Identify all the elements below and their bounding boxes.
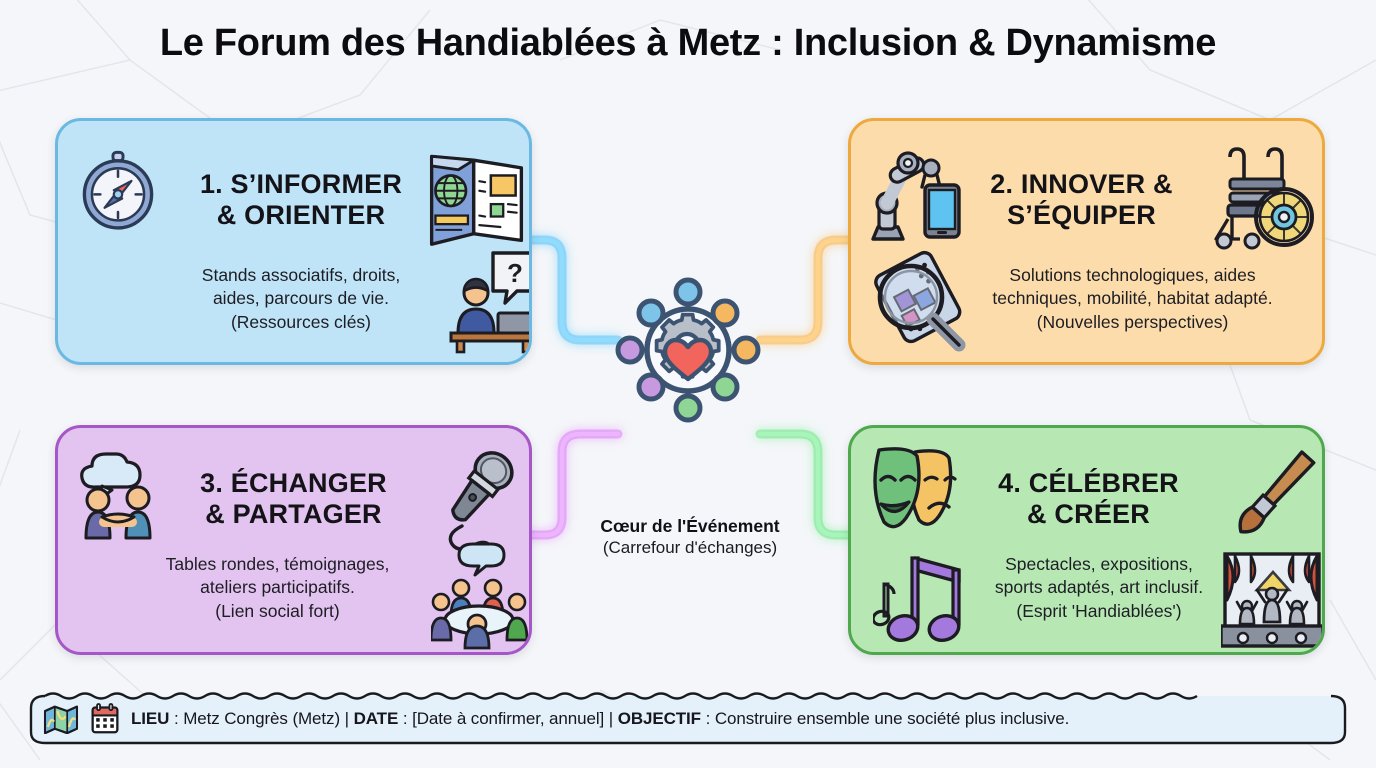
card-3-body-line2: ateliers participatifs.	[200, 577, 355, 598]
calendar-icon	[91, 703, 119, 734]
card-2-heading-line2: S’ÉQUIPER	[1007, 200, 1156, 231]
card-2-heading-line1: 2. INNOVER &	[990, 169, 1173, 199]
card-2-body-line3: (Nouvelles perspectives)	[1036, 311, 1229, 332]
card-1-body-line2: aides, parcours de vie.	[212, 288, 390, 309]
card-2-body-line2: techniques, mobilité, habitat adapté.	[992, 288, 1273, 309]
footer-label-lieu: LIEU	[131, 709, 170, 728]
info-desk-person-icon: ?	[449, 251, 529, 354]
footer-bar: LIEU : Metz Congrès (Metz) | DATE : [Dat…	[25, 690, 1351, 748]
round-table-group-icon	[431, 542, 529, 650]
card-1-heading-line1: 1. S’INFORMER	[199, 169, 403, 199]
page-title: Le Forum des Handiablées à Metz : Inclus…	[159, 22, 1217, 64]
card-4-heading-line2: & CRÉER	[1027, 499, 1150, 530]
footer-value-lieu: : Metz Congrès (Metz) |	[169, 709, 354, 728]
footer-value-date: : [Date à confirmer, annuel] |	[398, 709, 618, 728]
card-1-heading-line2: & ORIENTER	[216, 200, 386, 231]
card-4-heading-line1: 4. CÉLÉBRER	[998, 468, 1179, 498]
footer-frame	[29, 692, 1347, 745]
stage-performance-icon	[1221, 552, 1322, 648]
robot-arm-tablet-icon	[871, 151, 961, 241]
compass-icon	[82, 150, 154, 230]
card-1-body: Stands associatifs, droits, aides, parco…	[58, 264, 529, 334]
card-2-body: Solutions technologiques, aides techniqu…	[851, 264, 1322, 334]
card-3-heading-line2: & PARTAGER	[205, 499, 382, 530]
card-celebrer-creer[interactable]: 4. CÉLÉBRER & CRÉER Spectacles, expositi…	[848, 425, 1325, 655]
microphone-icon	[448, 451, 514, 551]
card-4-body-line1: Spectacles, expositions,	[1005, 554, 1193, 574]
card-4-body: Spectacles, expositions, sports adaptés,…	[851, 553, 1322, 623]
card-2-heading: 2. INNOVER & S’ÉQUIPER	[851, 169, 1322, 232]
card-informer-orienter[interactable]: ? 1. S’INFORMER & ORIENTER Stands associ…	[55, 118, 532, 365]
footer-label-date: DATE	[353, 709, 399, 728]
svg-text:?: ?	[507, 258, 523, 288]
card-innover-equiper[interactable]: 2. INNOVER & S’ÉQUIPER Solutions technol…	[848, 118, 1325, 365]
folded-map-icon	[43, 705, 79, 734]
card-1-heading: 1. S’INFORMER & ORIENTER	[58, 169, 529, 232]
theatre-masks-icon	[873, 447, 957, 529]
hub-caption-line2: (Carrefour d'échanges)	[602, 538, 778, 558]
hub-caption-line1: Cœur de l'Événement	[600, 516, 780, 536]
card-3-heading: 3. ÉCHANGER & PARTAGER	[58, 468, 529, 531]
magnifier-chip-icon	[874, 250, 966, 352]
hub-caption: Cœur de l'Événement (Carrefour d'échange…	[540, 515, 840, 559]
wheelchair-icon	[1214, 147, 1314, 250]
central-hub-icon	[615, 277, 761, 423]
card-4-heading: 4. CÉLÉBRER & CRÉER	[851, 468, 1322, 531]
card-2-body-line1: Solutions technologiques, aides	[1009, 265, 1256, 285]
card-4-body-line2: sports adaptés, art inclusif.	[994, 577, 1204, 598]
footer-text: LIEU : Metz Congrès (Metz) | DATE : [Dat…	[131, 709, 1069, 729]
card-3-body-line1: Tables rondes, témoignages,	[165, 554, 390, 574]
handshake-speech-icon	[80, 452, 152, 540]
music-notes-icon	[873, 556, 961, 643]
card-echanger-partager[interactable]: 3. ÉCHANGER & PARTAGER Tables rondes, té…	[55, 425, 532, 655]
paintbrush-icon	[1238, 450, 1316, 534]
card-3-body-line3: (Lien social fort)	[215, 600, 340, 621]
card-1-body-line3: (Ressources clés)	[230, 311, 372, 332]
card-3-body: Tables rondes, témoignages, ateliers par…	[58, 553, 529, 623]
footer-value-objectif: : Construire ensemble une société plus i…	[700, 709, 1070, 728]
brochure-globe-icon	[429, 154, 524, 246]
card-4-body-line3: (Esprit 'Handiablées')	[1016, 600, 1182, 621]
card-1-body-line1: Stands associatifs, droits,	[201, 265, 401, 285]
footer-label-objectif: OBJECTIF	[617, 709, 701, 728]
card-3-heading-line1: 3. ÉCHANGER	[200, 468, 387, 498]
